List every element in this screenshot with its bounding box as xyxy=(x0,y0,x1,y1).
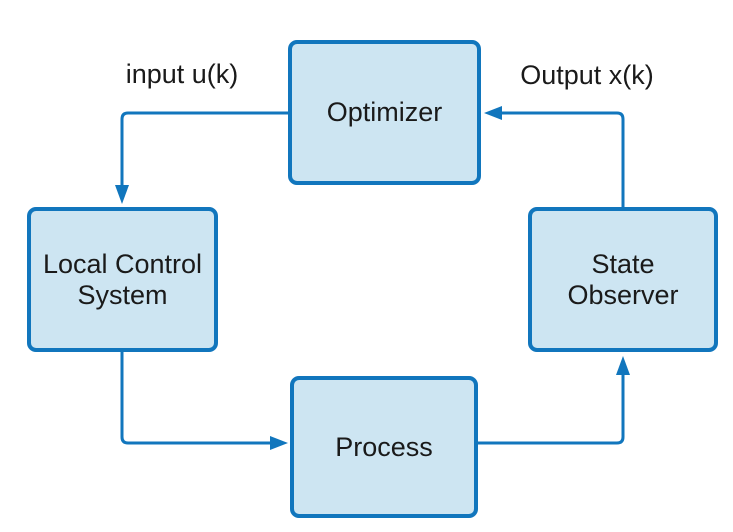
node-local-control-system: Local Control System xyxy=(27,207,218,352)
edge-label-output-xk: Output x(k) xyxy=(520,60,654,90)
arrowhead-left-icon xyxy=(484,106,502,120)
node-optimizer-label: Optimizer xyxy=(326,97,443,127)
edge-label-input-uk: input u(k) xyxy=(125,59,239,89)
arrowhead-up-icon xyxy=(616,356,630,375)
arrowhead-down-icon xyxy=(115,185,129,204)
edge-process-to-state-observer xyxy=(478,356,630,445)
node-optimizer: Optimizer xyxy=(288,40,481,185)
node-process-label: Process xyxy=(335,431,433,462)
edge-state-observer-to-optimizer xyxy=(484,106,625,207)
arrowhead-right-icon xyxy=(270,436,288,450)
node-process: Process xyxy=(290,376,478,518)
edge-optimizer-to-local-control xyxy=(115,111,288,204)
edge-local-control-to-process xyxy=(120,352,288,450)
node-state-observer: State Observer xyxy=(528,207,718,352)
node-local-control-system-label: Local Control System xyxy=(42,248,203,310)
node-state-observer-label: State Observer xyxy=(567,248,679,310)
